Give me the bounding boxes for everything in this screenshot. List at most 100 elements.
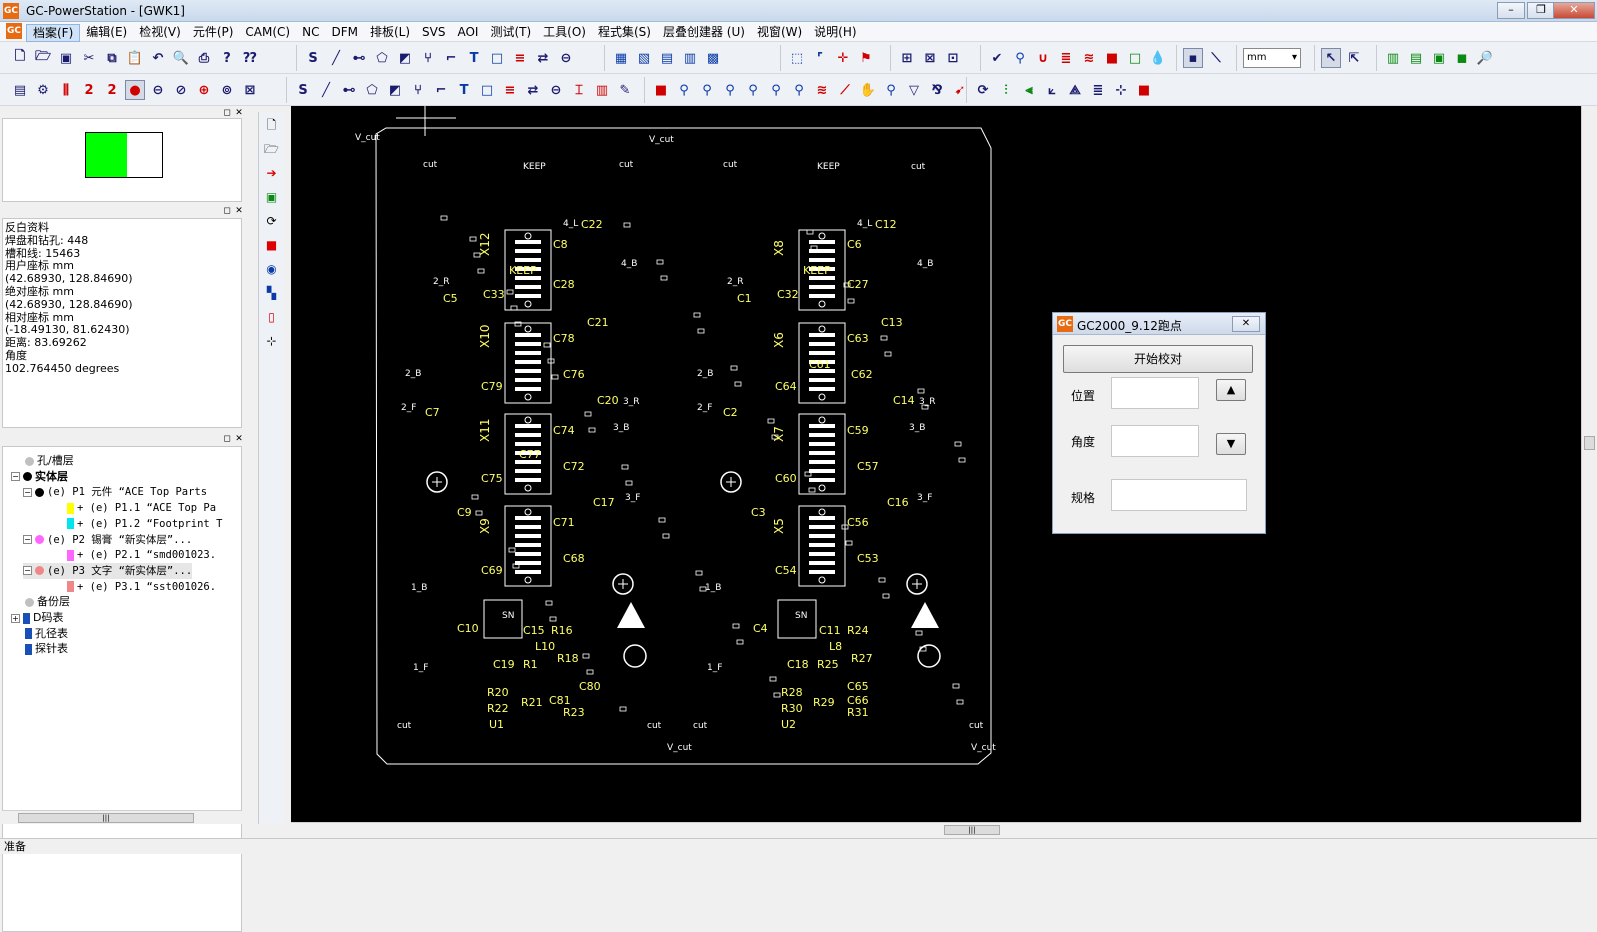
preview-close-icon[interactable]: ✕ — [235, 108, 243, 118]
edit-swap-icon[interactable]: ⇄ — [527, 82, 539, 98]
cut-icon[interactable]: ✂ — [83, 50, 95, 66]
canvas-vscroll[interactable] — [1581, 106, 1597, 822]
select-flag-icon[interactable]: ⚑ — [860, 50, 872, 66]
menu-item[interactable]: 检视(V) — [139, 25, 181, 39]
menu-item[interactable]: 测试(T) — [490, 25, 532, 39]
tree-row[interactable]: + (e) P3.1 “sst001026. — [67, 579, 216, 595]
edit-pad-icon[interactable]: ⊷ — [342, 82, 356, 98]
barcode-icon[interactable]: ▥ — [595, 82, 609, 98]
print-icon[interactable]: ⎙ — [198, 50, 210, 66]
tree-row[interactable]: −(e) P1 元件 “ACE Top Parts — [23, 484, 207, 500]
gear-icon[interactable]: ⚙ — [37, 82, 49, 98]
menu-item[interactable]: 层叠创建器 (U) — [662, 25, 745, 39]
measure-1-icon[interactable]: ⫶ — [1004, 82, 1008, 98]
help-icon[interactable]: ? — [223, 50, 231, 66]
layer-color-icon[interactable] — [67, 581, 74, 593]
nc-stack-icon[interactable]: ≋ — [816, 82, 828, 98]
spec-input[interactable] — [1111, 479, 1247, 511]
v-green-icon[interactable]: ▣ — [265, 190, 278, 204]
start-calibration-button[interactable]: 开始校对 — [1063, 345, 1253, 373]
text-tool-icon[interactable]: T — [469, 50, 479, 66]
collapse-icon[interactable]: − — [11, 472, 20, 482]
open-folder-icon[interactable]: 🗁 — [34, 49, 52, 64]
menu-item[interactable]: 排板(L) — [369, 25, 411, 39]
tree-row[interactable]: + (e) P1.1 “ACE Top Pa — [67, 500, 216, 516]
dfm-icon[interactable]: ⚲ — [1015, 50, 1025, 66]
v-new-icon[interactable]: 🗋 — [266, 118, 277, 132]
menu-item[interactable]: DFM — [331, 25, 358, 39]
ipc-icon[interactable]: ⅋ — [931, 82, 943, 98]
layer-color-icon[interactable] — [35, 566, 44, 576]
canvas-hscroll-thumb[interactable]: ||| — [944, 825, 1000, 835]
tree-hscroll-thumb[interactable]: ||| — [18, 813, 194, 823]
layer-view-2-icon[interactable]: ▧ — [637, 50, 651, 66]
nc-red-icon[interactable]: ■ — [654, 82, 668, 98]
close-button[interactable]: ✕ — [1553, 2, 1595, 19]
tree-row[interactable]: −实体层 — [11, 469, 68, 485]
layer-color-icon[interactable] — [25, 456, 34, 466]
layer-color-icon[interactable] — [25, 597, 34, 607]
branch-icon[interactable]: ⑂ — [424, 50, 432, 66]
v-red-icon[interactable]: ■ — [265, 238, 278, 252]
v-pattern-icon[interactable]: ▚ — [266, 286, 277, 300]
nc-probe-6-icon[interactable]: ⚲ — [794, 82, 804, 98]
pad-outline-icon[interactable]: ⊚ — [221, 82, 233, 98]
nc-arrow-icon[interactable]: ➹ — [954, 82, 966, 98]
filter-icon[interactable]: ▽ — [909, 82, 919, 98]
paste-icon[interactable]: 📋 — [126, 50, 144, 66]
layer-color-icon[interactable] — [67, 549, 74, 561]
nc-probe-7-icon[interactable]: ⚲ — [886, 82, 896, 98]
snap-line-icon[interactable]: ⟍ — [1211, 50, 1221, 66]
edit-ibeam-icon[interactable]: ⌶ — [575, 82, 583, 98]
tree-close-icon[interactable]: ✕ — [235, 434, 243, 444]
info-pin-icon[interactable]: ◻ — [223, 206, 231, 216]
menu-item[interactable]: SVS — [422, 25, 446, 39]
nc-probe-3-icon[interactable]: ⚲ — [725, 82, 735, 98]
axis-3-icon[interactable]: ≣ — [1092, 82, 1104, 98]
board-icon[interactable]: ◼ — [1456, 50, 1468, 66]
zoom-all-icon[interactable]: ⊡ — [947, 50, 959, 66]
dialog-title-bar[interactable]: GC GC2000_9.12跑点 ✕ — [1053, 313, 1265, 335]
two-dot-icon[interactable]: 2 — [107, 82, 117, 98]
cutout-icon[interactable]: ◩ — [398, 50, 412, 66]
menu-item[interactable]: AOI — [457, 25, 479, 39]
edit-cutout-icon[interactable]: ◩ — [388, 82, 402, 98]
edit-stack-icon[interactable]: ≡ — [504, 82, 516, 98]
corner-icon[interactable]: ⌐ — [445, 50, 457, 66]
tree-row[interactable]: +D码表 — [11, 610, 63, 626]
tree-row[interactable]: 探针表 — [25, 641, 68, 657]
ref-icon[interactable]: ▤ — [13, 82, 27, 98]
layers-stack-icon[interactable]: ≡ — [514, 50, 526, 66]
collapse-icon[interactable]: − — [23, 566, 32, 576]
select-corner-icon[interactable]: ⌜ — [816, 50, 824, 66]
menu-item[interactable]: 档案(F) — [26, 24, 81, 42]
stop-icon[interactable]: ■ — [1137, 82, 1151, 98]
layer-view-4-icon[interactable]: ▥ — [683, 50, 697, 66]
menu-item[interactable]: CAM(C) — [245, 25, 291, 39]
context-help-icon[interactable]: ⁇ — [243, 50, 257, 66]
menu-item[interactable]: 说明(H) — [814, 25, 857, 39]
menu-item[interactable]: 元件(P) — [192, 25, 234, 39]
rectangle-icon[interactable]: □ — [490, 50, 504, 66]
edit-line-icon[interactable]: ╱ — [322, 82, 330, 98]
restore-button[interactable]: ❐ — [1527, 2, 1555, 19]
layer-color-icon[interactable] — [67, 502, 74, 514]
two-arrow-icon[interactable]: 2 — [84, 82, 94, 98]
v-import-icon[interactable]: ➔ — [266, 166, 277, 180]
layer-view-5-icon[interactable]: ▩ — [706, 50, 720, 66]
tree-hscroll[interactable]: ||| — [2, 810, 242, 824]
edit-corner-icon[interactable]: ⌐ — [435, 82, 447, 98]
axis-4-icon[interactable]: ⊹ — [1115, 82, 1127, 98]
minimize-button[interactable]: – — [1497, 2, 1525, 19]
pencil-icon[interactable]: ✎ — [619, 82, 631, 98]
angle-input[interactable] — [1111, 425, 1199, 457]
collapse-icon[interactable]: − — [23, 487, 32, 497]
layer-view-3-icon[interactable]: ▤ — [660, 50, 674, 66]
pad-add-icon[interactable]: ⊷ — [352, 50, 366, 66]
layer-color-icon[interactable] — [35, 487, 44, 497]
stack-red-icon[interactable]: ≣ — [1060, 50, 1072, 66]
search-board-icon[interactable]: 🔎 — [1476, 50, 1494, 66]
line-draw-icon[interactable]: ╱ — [332, 50, 340, 66]
checkmark-icon[interactable]: ✔ — [991, 50, 1003, 66]
swap-icon[interactable]: ⇄ — [537, 50, 549, 66]
